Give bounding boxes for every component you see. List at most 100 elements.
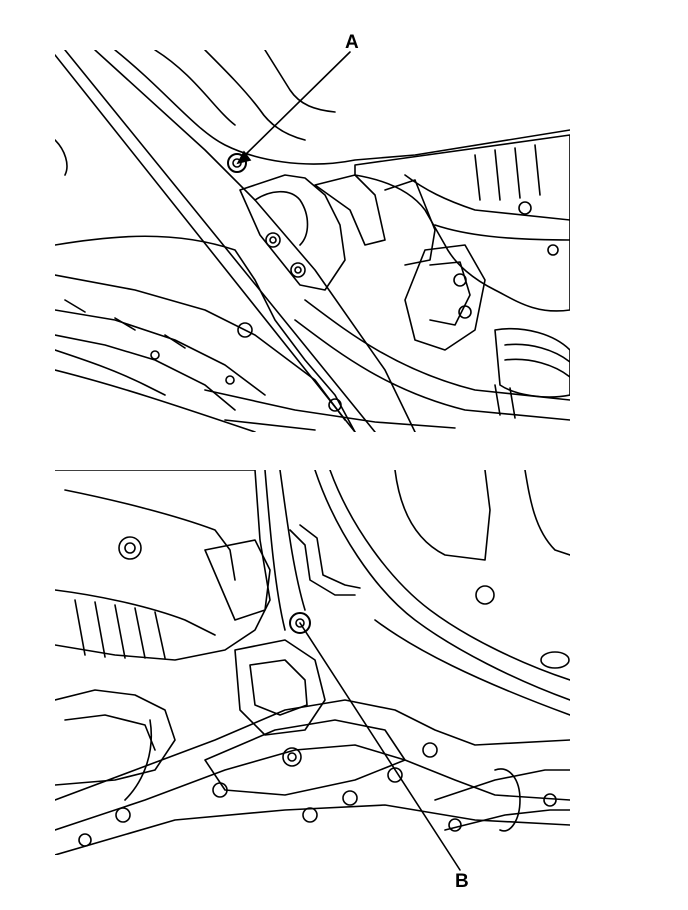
undercover-rib-2 xyxy=(55,335,235,410)
floor-pan-curve-1 xyxy=(315,470,570,700)
mount-bracket xyxy=(240,175,345,290)
bolt-b-target xyxy=(290,613,310,633)
housing-bolt-2 xyxy=(548,245,558,255)
lower-contour xyxy=(205,390,455,428)
exhaust-clamp xyxy=(495,385,500,415)
undercover-panel xyxy=(55,236,355,432)
engine-mount-right xyxy=(405,245,485,350)
mount-bolt-3 xyxy=(454,274,466,286)
trans-bolt-1-inner xyxy=(125,543,135,553)
bolt-a-target xyxy=(228,154,246,172)
body-contour-2 xyxy=(155,50,235,125)
undercover-fastener-3 xyxy=(151,351,159,359)
floor-pan-recess xyxy=(395,470,490,560)
exhaust-pipe xyxy=(435,770,570,800)
leader-line-b xyxy=(300,623,460,870)
rear-mount-inner xyxy=(250,660,307,715)
subframe-bolt-5 xyxy=(423,743,437,757)
body-contour-3 xyxy=(205,50,305,140)
trans-fin-3 xyxy=(115,605,125,658)
diagram-panel-top xyxy=(55,50,570,432)
exhaust-clamp-2 xyxy=(510,388,515,418)
subframe-edge xyxy=(55,805,570,855)
subframe-plate xyxy=(205,720,405,795)
mount-bolt-2 xyxy=(291,263,305,277)
undercover-rib-1 xyxy=(55,310,265,395)
mount-bolt-2-hole xyxy=(295,267,301,273)
exhaust-pipe-lower xyxy=(295,320,570,420)
subframe-bolt-1-hole xyxy=(288,753,296,761)
heat-shield xyxy=(55,350,165,395)
trans-housing-inner xyxy=(65,490,235,580)
floor-pan-curve-2 xyxy=(330,470,570,680)
trans-fin-5 xyxy=(155,612,165,658)
body-contour-4 xyxy=(265,50,335,112)
leader-arrow-a xyxy=(238,152,250,163)
trans-fin-4 xyxy=(135,608,145,658)
floor-pan-hole-1 xyxy=(476,586,494,604)
housing-bolt-1 xyxy=(519,202,531,214)
undercover-fastener-1 xyxy=(238,323,252,337)
trans-housing xyxy=(55,470,270,660)
subframe-bolt-4 xyxy=(388,768,402,782)
trans-fin-2 xyxy=(95,602,105,657)
rear-mount-bracket xyxy=(235,640,325,735)
trans-flange xyxy=(205,540,270,620)
floor-pan-hole-2 xyxy=(541,652,569,668)
engine-mount-right-inner xyxy=(430,262,470,325)
housing-rib-6 xyxy=(435,225,570,240)
body-contour-5 xyxy=(55,140,67,175)
callout-label-b: B xyxy=(455,871,469,892)
undercover-fastener-2 xyxy=(329,399,341,411)
drum-component xyxy=(495,329,570,397)
callout-label-a: A xyxy=(345,32,359,53)
mount-arm-2 xyxy=(385,180,435,265)
subframe-bolt-1 xyxy=(283,748,301,766)
drum-ring-1 xyxy=(505,344,570,362)
mount-bolt-4 xyxy=(459,306,471,318)
subframe-bolt-9 xyxy=(79,834,91,846)
subframe-bolt-8 xyxy=(116,808,130,822)
mount-arm xyxy=(315,175,385,245)
subframe-bolt-6 xyxy=(303,808,317,822)
housing-rib-4 xyxy=(535,145,540,195)
trans-fin-1 xyxy=(75,600,85,655)
body-contour-1 xyxy=(115,50,570,164)
underbody-drawing-top xyxy=(55,50,570,432)
tunnel-edge-2 xyxy=(280,470,305,610)
pipe-bend-2 xyxy=(300,525,360,588)
undercover-fastener-4 xyxy=(226,376,234,384)
floor-pan-recess-2 xyxy=(525,470,570,555)
frame-rail xyxy=(55,55,355,432)
housing-rib-3 xyxy=(515,148,520,198)
lower-left-bracket xyxy=(55,690,175,785)
undercover-rib-4 xyxy=(65,300,185,348)
frame-rail-flange xyxy=(95,50,415,432)
lower-left-strap xyxy=(125,720,151,800)
trans-bolt-1 xyxy=(119,537,141,559)
lower-contour-2 xyxy=(225,420,315,430)
transmission-housing xyxy=(355,135,570,311)
exhaust-pipe-2 xyxy=(445,810,570,830)
housing-rib-1 xyxy=(475,155,480,200)
undercover-rib-3 xyxy=(55,370,255,432)
undercover-edge xyxy=(55,275,345,420)
lower-left-bracket-2 xyxy=(65,715,155,750)
mount-bracket-inner xyxy=(255,192,308,245)
housing-rib-5 xyxy=(405,175,570,220)
exhaust-bolt xyxy=(544,794,556,806)
subframe-bolt-2 xyxy=(213,783,227,797)
subframe-bolt-7 xyxy=(449,819,461,831)
tunnel-edge-1 xyxy=(265,470,285,630)
housing-rib-2 xyxy=(495,150,500,200)
bolt-b-target-hole xyxy=(296,619,304,627)
subframe-bolt-3 xyxy=(343,791,357,805)
underbody-drawing-bottom xyxy=(55,470,570,855)
floor-pan-curve-3 xyxy=(375,620,570,715)
exhaust-pipe-upper xyxy=(305,300,570,400)
frame-rail-edge xyxy=(65,50,375,432)
pipe-bend xyxy=(290,530,355,595)
trans-housing-rim xyxy=(55,590,215,635)
exhaust-flange xyxy=(495,769,520,831)
